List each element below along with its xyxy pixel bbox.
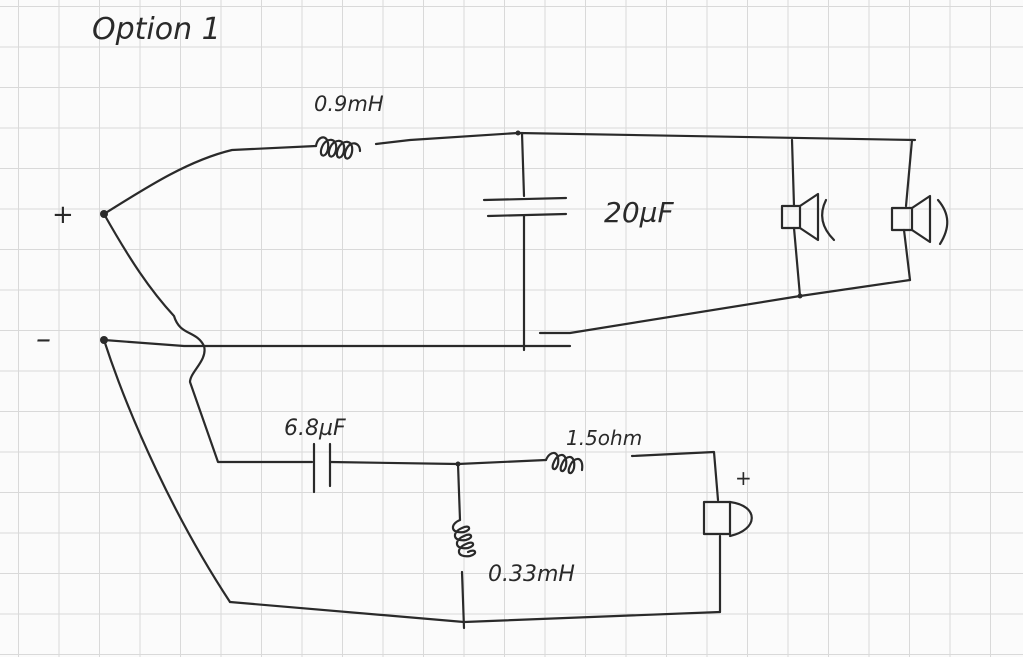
wire-woofer-return — [538, 278, 912, 335]
woofer-inductor-label: 0.9mH — [314, 92, 384, 116]
wire-tweeter-inductor-lead — [456, 462, 462, 522]
wire-speaker1-bottom — [792, 226, 802, 298]
wire-tweeter-mid — [328, 458, 548, 466]
tweeter-icon — [702, 500, 753, 538]
capacitor-6-8-plates — [312, 442, 332, 494]
wire-speaker1-top — [790, 138, 796, 208]
inductor-coil — [314, 136, 362, 160]
tweeter-inductor-label: 0.33mH — [488, 562, 575, 587]
wire-minus-rail — [102, 338, 572, 348]
wire-minus-to-bottom — [102, 338, 232, 604]
plus-terminal-label: + — [52, 200, 74, 230]
woofer-capacitor-label: 20µF — [604, 196, 674, 229]
wire-crossover-hump — [102, 212, 314, 464]
wire-speaker2-bottom — [902, 228, 912, 282]
speaker-icon — [890, 194, 949, 246]
inductor-033-coil — [451, 518, 477, 558]
title: Option 1 — [92, 12, 221, 47]
junction-dot — [515, 130, 521, 136]
junction-dot — [797, 293, 803, 299]
tweeter-polarity-label: + — [735, 466, 752, 490]
wire-top-rail — [374, 131, 917, 146]
speaker-icon — [780, 192, 836, 242]
capacitor-plate-bottom — [486, 212, 568, 218]
capacitor-plate-top — [482, 196, 568, 202]
wire-to-tweeter — [630, 450, 720, 502]
tweeter-resistor-label: 1.5ohm — [566, 426, 643, 450]
wire-plus-to-inductor — [102, 144, 318, 216]
minus-terminal-label: – — [36, 322, 51, 357]
wire-speaker2-top — [904, 138, 914, 208]
tweeter-capacitor-label: 6.8µF — [284, 416, 346, 441]
resistor-coil — [544, 451, 584, 475]
wire-capacitor-top-lead — [520, 131, 526, 198]
wire-bottom-rail — [228, 600, 722, 624]
wire-inductor-to-bottom — [460, 570, 466, 630]
